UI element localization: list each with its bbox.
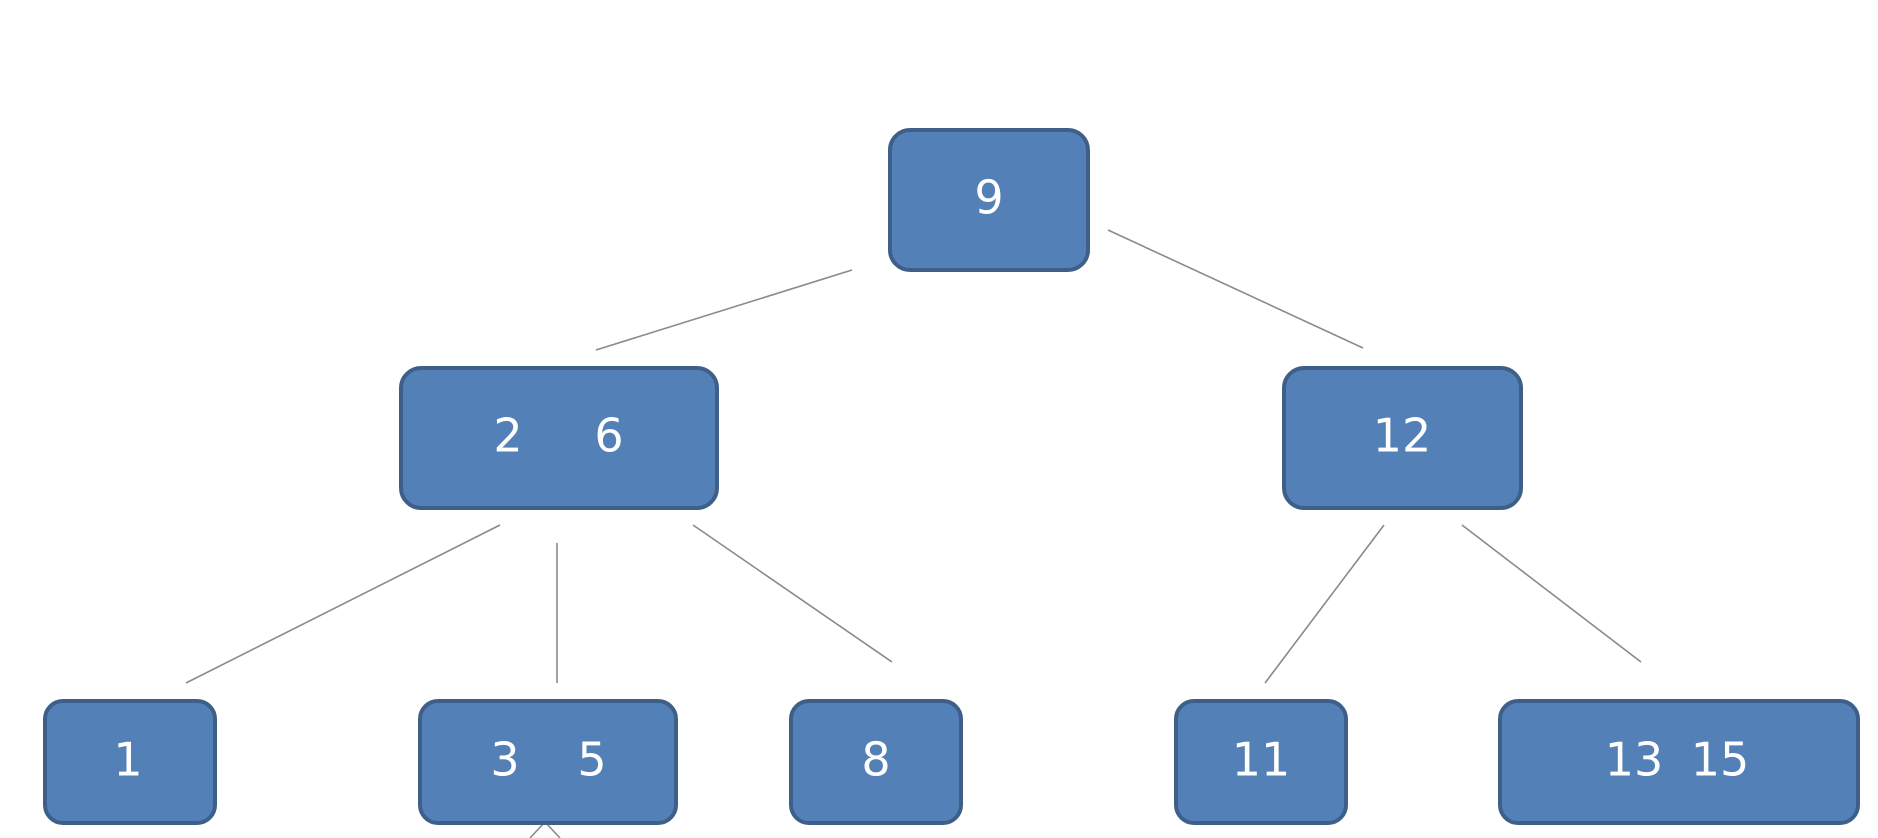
node-right-internal: 12: [1282, 366, 1523, 510]
node-root-key-1: 9: [974, 171, 1003, 225]
node-leaf-1: 1: [43, 699, 217, 825]
node-leaf-5: 13 15: [1498, 699, 1860, 825]
node-leaf-2-key-1: 3: [490, 733, 519, 787]
node-leaf-4-key-1: 11: [1232, 733, 1291, 787]
node-left-internal-key-2: 6: [594, 409, 623, 463]
node-leaf-3: 8: [789, 699, 963, 825]
edge-left-to-leaf-1: [185, 524, 501, 684]
node-leaf-5-key-1: 13: [1605, 733, 1664, 787]
node-leaf-3-key-1: 8: [861, 733, 890, 787]
node-left-internal-key-1: 2: [493, 409, 522, 463]
node-leaf-4: 11: [1174, 699, 1348, 825]
node-left-internal: 2 6: [399, 366, 719, 510]
edge-root-to-left: [595, 269, 853, 351]
node-leaf-5-key-2: 15: [1691, 733, 1750, 787]
node-right-internal-key-1: 12: [1373, 409, 1432, 463]
edge-right-to-leaf-5: [1461, 524, 1642, 663]
node-leaf-2-key-2: 5: [577, 733, 606, 787]
edge-right-to-leaf-4: [1264, 524, 1385, 684]
edge-left-to-leaf-3: [692, 524, 893, 663]
node-leaf-1-key-1: 1: [113, 733, 142, 787]
edge-root-to-right: [1107, 229, 1364, 349]
node-leaf-2: 3 5: [418, 699, 678, 825]
node-root: 9: [888, 128, 1090, 272]
